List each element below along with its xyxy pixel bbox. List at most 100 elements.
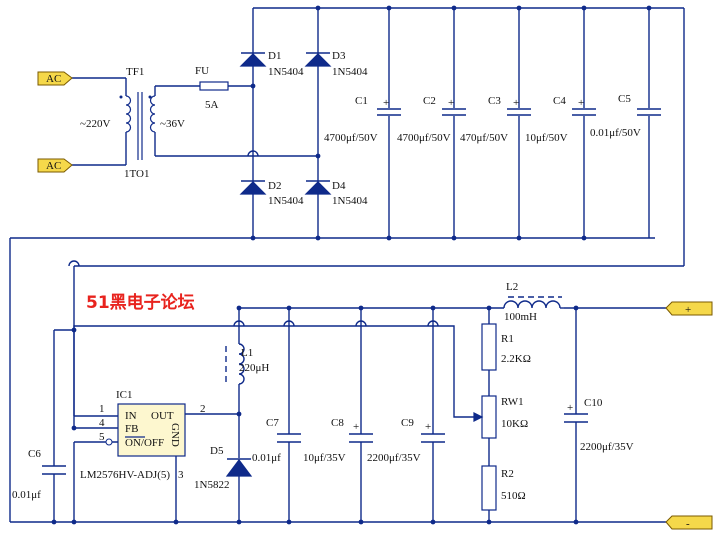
r2-value-label: 510Ω: [501, 490, 526, 502]
resistor-r2: R2 510Ω: [481, 465, 526, 511]
capacitor-c1: + C1 4700μf/50V: [324, 95, 403, 144]
ic1-regulator: IC1 LM2576HV-ADJ(5) IN OUT FB ON/OFF GND…: [80, 389, 206, 481]
v220-label: ~220V: [80, 118, 110, 130]
transformer-tf1: TF1 1TO1 ~220V ~36V: [80, 66, 185, 180]
regulator-wires: [10, 307, 672, 523]
capacitor-c4: + C4 10μf/50V: [525, 95, 598, 144]
c1-plus: +: [383, 97, 389, 109]
d5-label: D5: [210, 445, 224, 457]
l2-label: L2: [506, 281, 518, 293]
c10-label: C10: [584, 397, 603, 409]
d2-label: D2: [268, 180, 281, 192]
ic1-label: IC1: [116, 389, 133, 401]
rectifier-wires: [9, 7, 685, 522]
d1-label: D1: [268, 50, 281, 62]
diode-d1: D1 1N5404: [239, 50, 304, 78]
ic-pin-gnd: GND: [169, 423, 181, 447]
c9-value-label: 2200μf/35V: [367, 452, 421, 464]
pin5-label: 5: [99, 431, 105, 443]
diode-d2: D2 1N5404: [239, 180, 304, 207]
d4-label: D4: [332, 180, 346, 192]
c4-plus: +: [578, 97, 584, 109]
rw1-label: RW1: [501, 396, 524, 408]
d2-part-label: 1N5404: [268, 195, 304, 207]
d4-part-label: 1N5404: [332, 195, 368, 207]
r1-value-label: 2.2KΩ: [501, 353, 531, 365]
fu-rating-label: 5A: [205, 99, 219, 111]
ic-pin-onoff: ON/OFF: [125, 437, 164, 449]
pin4-label: 4: [99, 417, 105, 429]
c1-value-label: 4700μf/50V: [324, 132, 378, 144]
ac-top-label: AC: [46, 73, 61, 85]
diode-d3: D3 1N5404: [304, 50, 368, 78]
output-terminal-plus: +: [665, 301, 713, 316]
c1-label: C1: [355, 95, 368, 107]
d5-part-label: 1N5822: [194, 479, 229, 491]
pin3-label: 3: [178, 469, 184, 481]
fuse-fu: FU 5A: [195, 65, 229, 111]
rw1-value-label: 10KΩ: [501, 418, 528, 430]
ac-bottom-label: AC: [46, 160, 61, 172]
l2-value-label: 100mH: [504, 311, 537, 323]
diode-d4: D4 1N5404: [304, 180, 368, 207]
d3-part-label: 1N5404: [332, 66, 368, 78]
c2-value-label: 4700μf/50V: [397, 132, 451, 144]
out-minus-label: -: [686, 518, 690, 530]
c6-label: C6: [28, 448, 41, 460]
d1-part-label: 1N5404: [268, 66, 304, 78]
c2-label: C2: [423, 95, 436, 107]
c10-plus: +: [567, 402, 573, 414]
potentiometer-rw1: RW1 10KΩ: [473, 395, 528, 439]
crossover-hops: [68, 260, 439, 327]
capacitor-c9: + C9 2200μf/35V: [367, 417, 445, 464]
regulator-junctions: [51, 305, 579, 525]
capacitor-c3: + C3 470μf/50V: [460, 95, 533, 144]
rectifier-junctions: [250, 5, 652, 241]
c2-plus: +: [448, 97, 454, 109]
capacitor-c7: C7 0.01μf: [252, 417, 301, 464]
c3-plus: +: [513, 97, 519, 109]
capacitor-c10: + C10 2200μf/35V: [564, 397, 634, 453]
ic-pin-in: IN: [125, 410, 137, 422]
capacitor-c6: C6 0.01μf: [12, 448, 66, 501]
l1-label: L1: [241, 347, 253, 359]
ic-pin-fb: FB: [125, 423, 138, 435]
inductor-l2: L2 100mH: [503, 281, 564, 323]
c6-value-label: 0.01μf: [12, 489, 41, 501]
c4-value-label: 10μf/50V: [525, 132, 568, 144]
c9-plus: +: [425, 421, 431, 433]
resistor-r1: R1 2.2KΩ: [481, 323, 531, 371]
c3-value-label: 470μf/50V: [460, 132, 508, 144]
d3-label: D3: [332, 50, 346, 62]
tf1-label: TF1: [126, 66, 144, 78]
l1-value-label: 220μH: [239, 362, 269, 374]
capacitor-c5: C5 0.01μf/50V: [590, 93, 663, 139]
tf1-model-label: 1TO1: [124, 168, 149, 180]
pin1-label: 1: [99, 403, 105, 415]
c8-label: C8: [331, 417, 344, 429]
c8-value-label: 10μf/35V: [303, 452, 346, 464]
r2-label: R2: [501, 468, 514, 480]
c5-label: C5: [618, 93, 631, 105]
c5-value-label: 0.01μf/50V: [590, 127, 641, 139]
capacitor-c8: + C8 10μf/35V: [303, 417, 373, 464]
c3-label: C3: [488, 95, 501, 107]
ac-terminal-top: AC: [37, 71, 73, 86]
c7-label: C7: [266, 417, 279, 429]
pin2-label: 2: [200, 403, 206, 415]
v36-label: ~36V: [160, 118, 185, 130]
ic1-part-label: LM2576HV-ADJ(5): [80, 469, 170, 481]
output-terminal-minus: -: [665, 515, 713, 530]
c10-value-label: 2200μf/35V: [580, 441, 634, 453]
c4-label: C4: [553, 95, 566, 107]
c7-value-label: 0.01μf: [252, 452, 281, 464]
c9-label: C9: [401, 417, 414, 429]
r1-label: R1: [501, 333, 514, 345]
ac-terminal-bottom: AC: [37, 158, 73, 173]
inductor-l1: L1 220μH: [225, 343, 269, 385]
ic-pin-out: OUT: [151, 410, 174, 422]
fu-label: FU: [195, 65, 209, 77]
diode-d5: D5 1N5822: [194, 445, 253, 491]
